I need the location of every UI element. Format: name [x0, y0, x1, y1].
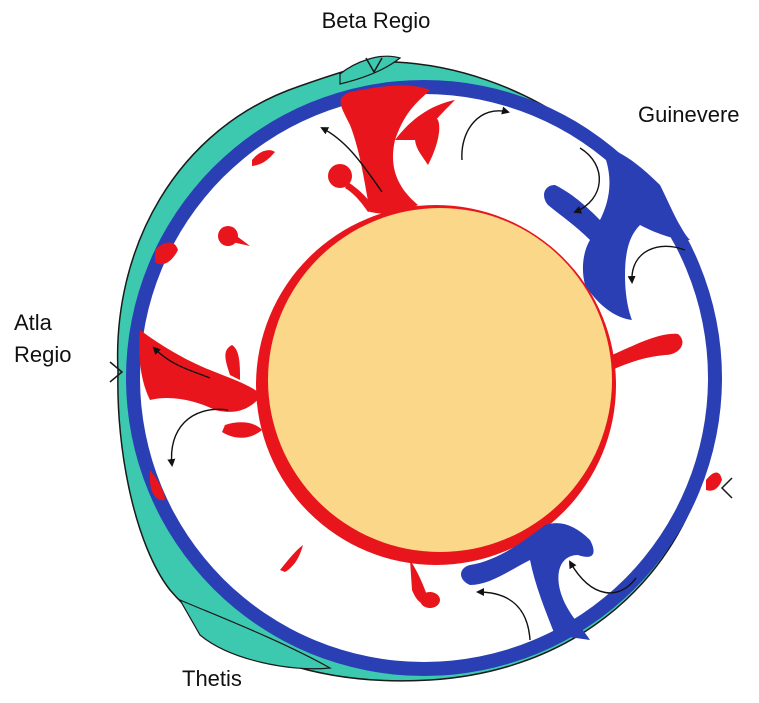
- label-atla-line2: Regio: [14, 342, 71, 367]
- core: [268, 208, 612, 552]
- east-rift-mark: [722, 478, 732, 498]
- label-thetis: Thetis: [182, 666, 242, 691]
- red-blob-8: [706, 473, 722, 491]
- lower-plume-head: [420, 592, 440, 608]
- label-guinevere: Guinevere: [638, 102, 740, 127]
- label-beta-regio: Beta Regio: [322, 8, 431, 33]
- label-atla-line1: Atla: [14, 310, 53, 335]
